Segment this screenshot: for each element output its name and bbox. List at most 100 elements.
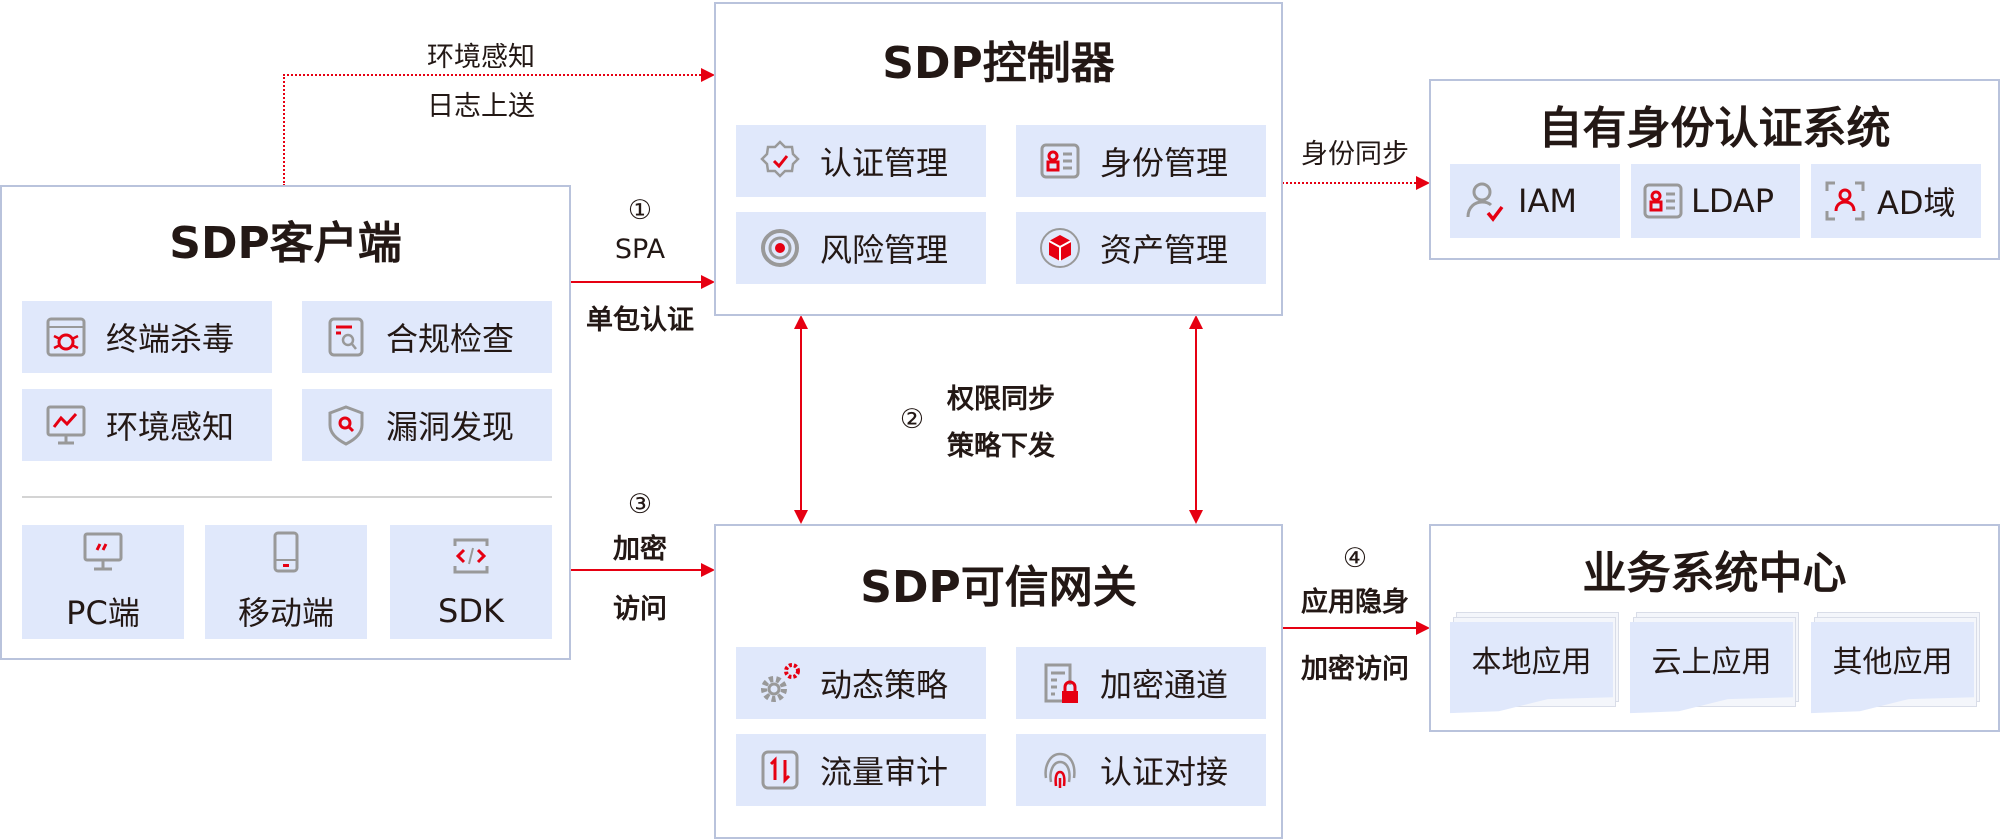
- user-scan-icon: [1825, 181, 1865, 221]
- controller-item-asset[interactable]: 资产管理: [1016, 212, 1266, 284]
- pc-icon: [83, 532, 123, 571]
- env-connector: [283, 74, 701, 76]
- arrow-head: [701, 68, 715, 82]
- access-label-2: 访问: [613, 594, 667, 625]
- arrow-head: [701, 275, 715, 289]
- hide-num: ④: [1342, 543, 1368, 574]
- access-label-1: 加密: [613, 534, 667, 565]
- panel-title: SDP可信网关: [860, 562, 1137, 613]
- platform-sdk[interactable]: SDK: [390, 525, 552, 639]
- sdp-client-panel: SDP客户端 终端杀毒 合规检查 环境感知 漏洞发现 PC端 移动端 SDK: [0, 185, 571, 660]
- controller-item-label: 认证管理: [820, 144, 949, 182]
- arrow-head: [794, 315, 808, 329]
- controller-item-risk[interactable]: 风险管理: [736, 212, 986, 284]
- sdp-gateway-panel: SDP可信网关 动态策略 加密通道 流量审计 认证对接: [714, 524, 1283, 839]
- gateway-item-label: 动态策略: [820, 666, 949, 704]
- controller-item-label: 资产管理: [1100, 231, 1229, 269]
- fingerprint-icon: [1044, 752, 1076, 788]
- document-lock-icon: [1044, 663, 1078, 703]
- id-card-icon: [1643, 183, 1683, 219]
- identity-item-ldap[interactable]: LDAP: [1631, 164, 1800, 238]
- env-connector-vertical: [283, 74, 285, 186]
- policy-arrow-left: [800, 328, 802, 512]
- asset-box-icon: [1040, 228, 1080, 268]
- policy-label-2: 策略下发: [947, 431, 1055, 462]
- panel-title: SDP控制器: [882, 38, 1115, 89]
- compliance-check-icon: [328, 317, 364, 357]
- identity-system-panel: 自有身份认证系统 IAM LDAP AD域: [1429, 79, 2000, 260]
- spa-label: SPA: [614, 234, 666, 265]
- platform-mobile[interactable]: 移动端: [205, 525, 367, 639]
- antivirus-icon: [46, 317, 86, 357]
- spa-desc: 单包认证: [586, 305, 694, 336]
- gateway-item-label: 流量审计: [820, 753, 949, 791]
- user-check-icon: [1466, 182, 1504, 222]
- controller-item-identity[interactable]: 身份管理: [1016, 125, 1266, 197]
- gears-icon: [761, 663, 800, 702]
- panel-title: 业务系统中心: [1582, 548, 1847, 599]
- feature-label: 漏洞发现: [386, 408, 515, 446]
- code-icon: [453, 538, 489, 574]
- hide-arrow: [1282, 627, 1416, 629]
- arrow-head: [1189, 510, 1203, 524]
- platform-pc[interactable]: PC端: [22, 525, 184, 639]
- identity-item-ad[interactable]: AD域: [1811, 164, 1981, 238]
- controller-item-label: 身份管理: [1100, 144, 1229, 182]
- certificate-check-icon: [760, 140, 800, 178]
- business-app-other[interactable]: 其他应用: [1811, 612, 1980, 716]
- gateway-item-encrypted-tunnel[interactable]: 加密通道: [1016, 647, 1266, 719]
- business-app-local[interactable]: 本地应用: [1450, 612, 1619, 716]
- platform-label: 移动端: [237, 594, 334, 632]
- controller-item-auth[interactable]: 认证管理: [736, 125, 986, 197]
- id-card-icon: [1040, 143, 1080, 179]
- env-label-1: 环境感知: [427, 42, 535, 73]
- identity-item-iam[interactable]: IAM: [1450, 164, 1620, 238]
- feature-label: 合规检查: [386, 320, 515, 358]
- spa-num: ①: [627, 195, 653, 226]
- divider: [22, 496, 552, 498]
- hide-label-2: 加密访问: [1301, 654, 1409, 685]
- gateway-item-traffic-audit[interactable]: 流量审计: [736, 734, 986, 806]
- platform-label: SDK: [438, 592, 504, 630]
- business-app-cloud[interactable]: 云上应用: [1630, 612, 1799, 716]
- arrow-head: [794, 510, 808, 524]
- app-label: 其他应用: [1832, 645, 1953, 680]
- access-arrow: [570, 569, 702, 571]
- feature-label: 环境感知: [106, 408, 235, 446]
- panel-title: 自有身份认证系统: [1538, 103, 1891, 154]
- spa-arrow: [570, 281, 702, 283]
- feature-antivirus[interactable]: 终端杀毒: [22, 301, 272, 373]
- hide-label-1: 应用隐身: [1301, 587, 1409, 618]
- access-num: ③: [627, 489, 653, 520]
- business-center-panel: 业务系统中心 本地应用 云上应用 其他应用: [1429, 524, 2000, 732]
- gateway-item-auth-integration[interactable]: 认证对接: [1016, 734, 1266, 806]
- identity-item-label: IAM: [1518, 182, 1577, 220]
- app-label: 云上应用: [1651, 645, 1772, 680]
- arrow-head: [1416, 621, 1430, 635]
- idsync-label: 身份同步: [1301, 139, 1409, 170]
- mobile-icon: [273, 531, 299, 573]
- identity-item-label: AD域: [1877, 184, 1956, 222]
- policy-num: ②: [899, 404, 925, 435]
- panel-title: SDP客户端: [169, 218, 402, 269]
- monitor-chart-icon: [46, 405, 86, 445]
- shield-search-icon: [328, 405, 364, 446]
- traffic-icon: [761, 750, 799, 790]
- feature-compliance[interactable]: 合规检查: [302, 301, 552, 373]
- env-label-2: 日志上送: [427, 91, 535, 122]
- arrow-head: [701, 563, 715, 577]
- app-label: 本地应用: [1471, 645, 1592, 680]
- platform-label: PC端: [66, 594, 140, 632]
- policy-arrow-right: [1195, 328, 1197, 512]
- gateway-item-dynamic-policy[interactable]: 动态策略: [736, 647, 986, 719]
- arrow-head: [1189, 315, 1203, 329]
- feature-vuln-discovery[interactable]: 漏洞发现: [302, 389, 552, 461]
- gateway-item-label: 加密通道: [1100, 666, 1229, 704]
- gateway-item-label: 认证对接: [1100, 753, 1229, 791]
- controller-item-label: 风险管理: [820, 231, 949, 269]
- target-icon: [761, 229, 799, 267]
- policy-label-1: 权限同步: [947, 384, 1055, 415]
- sdp-controller-panel: SDP控制器 认证管理 身份管理 风险管理 资产管理: [714, 2, 1283, 316]
- feature-env-sense[interactable]: 环境感知: [22, 389, 272, 461]
- feature-label: 终端杀毒: [106, 320, 235, 358]
